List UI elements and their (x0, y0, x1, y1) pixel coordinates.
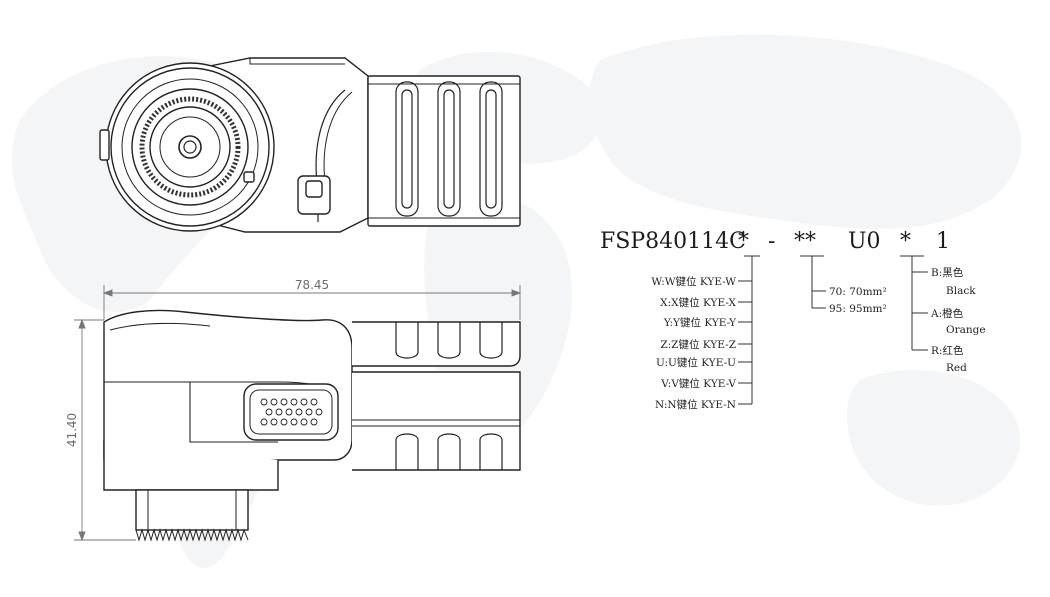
color-option-red-cn: R:红色 (931, 344, 964, 357)
color-options: B:黑色 Black A:橙色 Orange R:红色 Red (930, 266, 986, 374)
grip-slots-side (395, 322, 503, 470)
keying-code: * (738, 229, 749, 254)
connector-side-view (103, 309, 521, 542)
option-brackets (738, 255, 928, 405)
width-dimension-label: 78.45 (295, 278, 329, 292)
keying-option-w: W:W键位 KYE-W (651, 275, 736, 288)
connector-head-face (99, 62, 275, 232)
color-option-black-en: Black (946, 285, 976, 297)
height-dimension-label: 41.40 (65, 413, 79, 447)
keying-option-v: V:V键位 KYE-V (660, 377, 736, 390)
part-number: FSP840114C * - ** U0 * 1 (600, 229, 950, 254)
color-code: * (900, 229, 911, 254)
color-option-red-en: Red (946, 362, 967, 374)
part-number-prefix: FSP840114C (600, 229, 746, 254)
connector-top-view (99, 57, 521, 233)
color-option-orange-cn: A:橙色 (930, 307, 964, 320)
wire-option-95: 95: 95mm² (829, 303, 887, 315)
grip-slots-top (395, 81, 503, 217)
color-option-orange-en: Orange (946, 324, 986, 336)
contact-pin-window (243, 383, 339, 441)
dimension-width (102, 285, 522, 320)
color-option-black-cn: B:黑色 (931, 266, 964, 279)
keying-option-z: Z:Z键位 KYE-Z (660, 338, 736, 351)
keying-option-y: Y:Y键位 KYE-Y (663, 316, 737, 329)
wire-options: 70: 70mm² 95: 95mm² (829, 286, 887, 315)
uo-code: U0 (848, 229, 881, 254)
keying-option-u: U:U键位 KYE-U (656, 356, 736, 369)
keying-options: W:W键位 KYE-W X:X键位 KYE-X Y:Y键位 KYE-Y Z:Z键… (651, 275, 737, 411)
wire-option-70: 70: 70mm² (829, 286, 887, 298)
dimension-height (74, 318, 136, 542)
part-number-dash: - (768, 229, 775, 254)
wire-code: ** (794, 229, 816, 254)
keying-option-n: N:N键位 KYE-N (655, 398, 736, 411)
keying-option-x: X:X键位 KYE-X (660, 296, 736, 309)
part-number-suffix: 1 (936, 229, 950, 254)
